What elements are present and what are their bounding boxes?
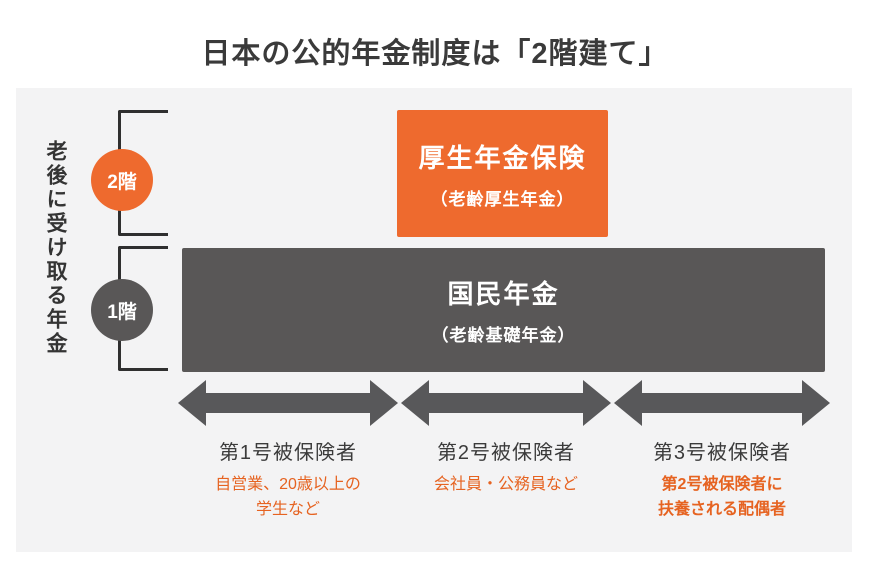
category1-description-line1: 自営業、20歳以上の <box>215 476 361 493</box>
arrow-shaft <box>202 393 374 413</box>
category1-range-arrow <box>178 380 398 426</box>
arrow-shaft <box>638 393 806 413</box>
arrow-left-head-icon <box>178 380 206 426</box>
arrow-right-head-icon <box>370 380 398 426</box>
arrow-right-head-icon <box>583 380 611 426</box>
category1-label: 第1号被保険者 <box>218 442 358 464</box>
floor1-badge: 1階 <box>91 279 153 341</box>
category2-range-arrow <box>401 380 611 426</box>
category3-range-arrow <box>614 380 830 426</box>
category3-description: 第2号被保険者に 扶養される配偶者 <box>614 472 830 522</box>
category1-description: 自営業、20歳以上の 学生など <box>178 472 398 522</box>
arrow-shaft <box>425 393 587 413</box>
category1-description-line2: 学生など <box>255 501 320 518</box>
category2-label: 第2号被保険者 <box>436 442 576 464</box>
national-pension-subtitle: （老齢基礎年金） <box>431 326 576 345</box>
floor2-badge: 2階 <box>91 149 153 211</box>
category3-description-line1: 第2号被保険者に <box>661 476 783 493</box>
category3-description-line2: 扶養される配偶者 <box>657 501 786 518</box>
category2-description: 会社員・公務員など <box>401 472 611 497</box>
category3-label: 第3号被保険者 <box>652 442 792 464</box>
diagram-title: 日本の公的年金制度は「2階建て」 <box>201 38 669 70</box>
national-pension-box: 国民年金 （老齢基礎年金） <box>182 248 825 372</box>
arrow-left-head-icon <box>401 380 429 426</box>
employees-pension-box: 厚生年金保険 （老齢厚生年金） <box>397 110 608 237</box>
national-pension-name: 国民年金 <box>447 279 560 309</box>
diagram-panel: 老後に受け取る年金 2階 1階 厚生年金保険 （老齢厚生年金） 国民年金 （老齢… <box>16 88 852 552</box>
employees-pension-subtitle: （老齢厚生年金） <box>430 189 575 209</box>
employees-pension-name: 厚生年金保険 <box>418 142 587 173</box>
category2-description-line1: 会社員・公務員など <box>433 476 578 493</box>
side-axis-label: 老後に受け取る年金 <box>44 140 67 356</box>
arrow-left-head-icon <box>614 380 642 426</box>
arrow-right-head-icon <box>802 380 830 426</box>
